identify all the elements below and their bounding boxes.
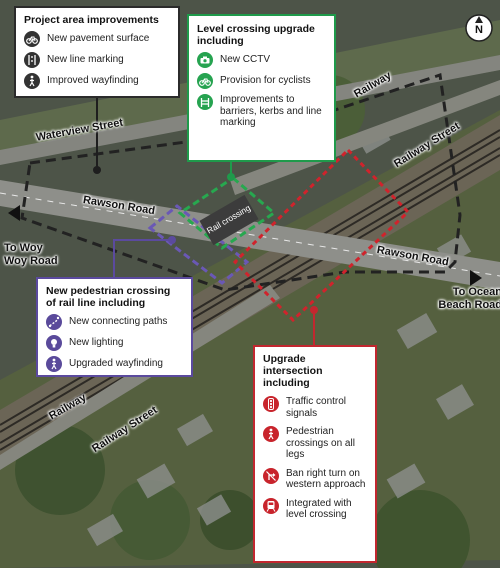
list-item-label: New connecting paths (69, 316, 168, 328)
list-item-label: Improved wayfinding (47, 75, 139, 87)
pedestrian-crossing-outline (147, 204, 250, 285)
traffic-light-icon (263, 396, 279, 412)
intersection-outline (232, 147, 411, 323)
project-area-title: Project area improvements (24, 14, 159, 26)
list-item-label: Integrated with level crossing (286, 497, 352, 521)
ocean-beach-destination: To Ocean Beach Road (438, 286, 500, 311)
list-item-label: Traffic control signals (286, 396, 347, 419)
road-marking-icon (24, 52, 40, 68)
list-item: New lighting (46, 335, 183, 351)
pedestrian-crossing-title: New pedestrian crossing of rail line inc… (46, 285, 171, 309)
list-item: Ban right turn on western approach (263, 467, 367, 491)
walking-person-icon (24, 73, 40, 89)
list-item: New CCTV (197, 52, 326, 68)
intersection-callout: Upgrade intersection including Traffic c… (253, 345, 377, 563)
list-item: New connecting paths (46, 314, 183, 330)
list-item: New line marking (24, 52, 170, 68)
no-right-turn-icon (263, 467, 279, 484)
list-item-label: New lighting (69, 337, 124, 349)
ocean-beach-arrow-icon (470, 270, 482, 286)
camera-icon (197, 52, 213, 68)
level-crossing-title: Level crossing upgrade including (197, 23, 315, 47)
lightbulb-icon (46, 335, 62, 351)
list-item: Upgraded wayfinding (46, 356, 183, 372)
list-item-label: Pedestrian crossings on all legs (286, 426, 355, 460)
intersection-title: Upgrade intersection including (263, 353, 323, 389)
list-item: Improvements to barriers, kerbs and line… (197, 94, 326, 129)
project-area-callout: Project area improvements New pavement s… (14, 6, 180, 98)
list-item: Provision for cyclists (197, 73, 326, 89)
path-icon (46, 314, 62, 330)
walking-person-icon (46, 356, 62, 372)
list-item: Pedestrian crossings on all legs (263, 426, 367, 461)
list-item-label: Improvements to barriers, kerbs and line… (220, 94, 322, 128)
list-item: New pavement surface (24, 31, 170, 47)
train-icon (263, 497, 279, 514)
list-item: Traffic control signals (263, 396, 367, 419)
list-item-label: Ban right turn on western approach (286, 467, 366, 491)
project-area-outline (20, 73, 462, 292)
pedestrian-icon (263, 426, 279, 442)
north-arrow-icon: N (465, 14, 493, 42)
north-letter: N (475, 24, 483, 36)
barrier-icon (197, 94, 213, 110)
list-item-label: Upgraded wayfinding (69, 358, 163, 370)
list-item-label: New line marking (47, 54, 124, 66)
level-crossing-outline (177, 176, 277, 250)
list-item: Integrated with level crossing (263, 497, 367, 521)
list-item: Improved wayfinding (24, 73, 170, 89)
level-crossing-callout: Level crossing upgrade including New CCT… (187, 14, 336, 162)
list-item-label: New pavement surface (47, 33, 150, 45)
list-item-label: Provision for cyclists (220, 75, 311, 87)
woy-woy-arrow-icon (8, 205, 20, 221)
pedestrian-crossing-callout: New pedestrian crossing of rail line inc… (36, 277, 193, 377)
bicycle-icon (24, 31, 40, 47)
list-item-label: New CCTV (220, 54, 271, 66)
woy-woy-destination: To Woy Woy Road (4, 242, 58, 267)
bicycle-icon (197, 73, 213, 89)
